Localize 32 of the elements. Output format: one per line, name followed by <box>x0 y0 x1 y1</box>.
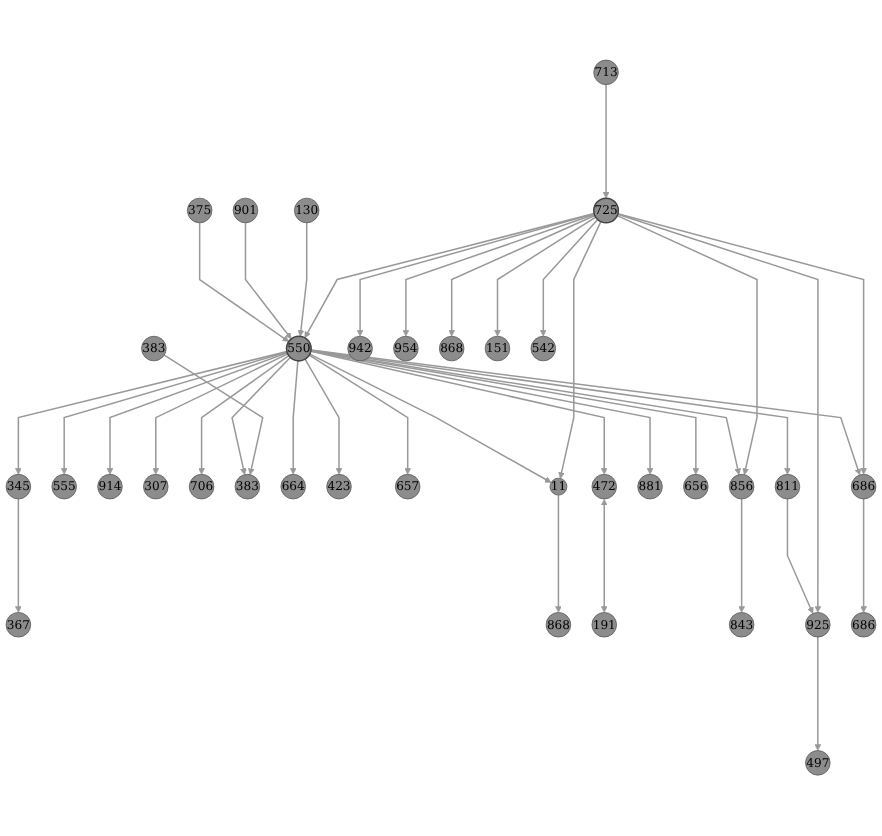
arrow <box>309 353 552 484</box>
arrow <box>617 213 822 614</box>
arrow <box>738 498 745 614</box>
arrow <box>60 351 288 476</box>
arrow <box>198 222 290 343</box>
arrow <box>616 215 758 476</box>
arrow <box>602 84 610 199</box>
arrow <box>289 360 299 476</box>
arrow <box>448 215 596 337</box>
arrow <box>494 216 597 337</box>
arrow <box>617 213 867 476</box>
arrow <box>244 222 292 340</box>
arrow <box>402 214 596 337</box>
arrow <box>558 221 602 480</box>
arrow <box>15 498 22 614</box>
arrow <box>814 636 822 752</box>
arrow <box>600 499 608 614</box>
arrow <box>198 355 290 476</box>
arrow <box>15 351 288 476</box>
arrow <box>308 354 412 476</box>
arrow <box>231 357 292 476</box>
arrow <box>152 353 289 476</box>
arrow <box>539 219 599 337</box>
arrow <box>163 354 264 476</box>
arrow <box>356 213 595 337</box>
arrow <box>555 494 562 614</box>
arrow <box>304 213 595 339</box>
arrow <box>106 352 289 476</box>
arrow <box>297 222 308 337</box>
arrow <box>304 358 343 476</box>
arrow <box>860 498 867 614</box>
arrow <box>786 498 814 615</box>
